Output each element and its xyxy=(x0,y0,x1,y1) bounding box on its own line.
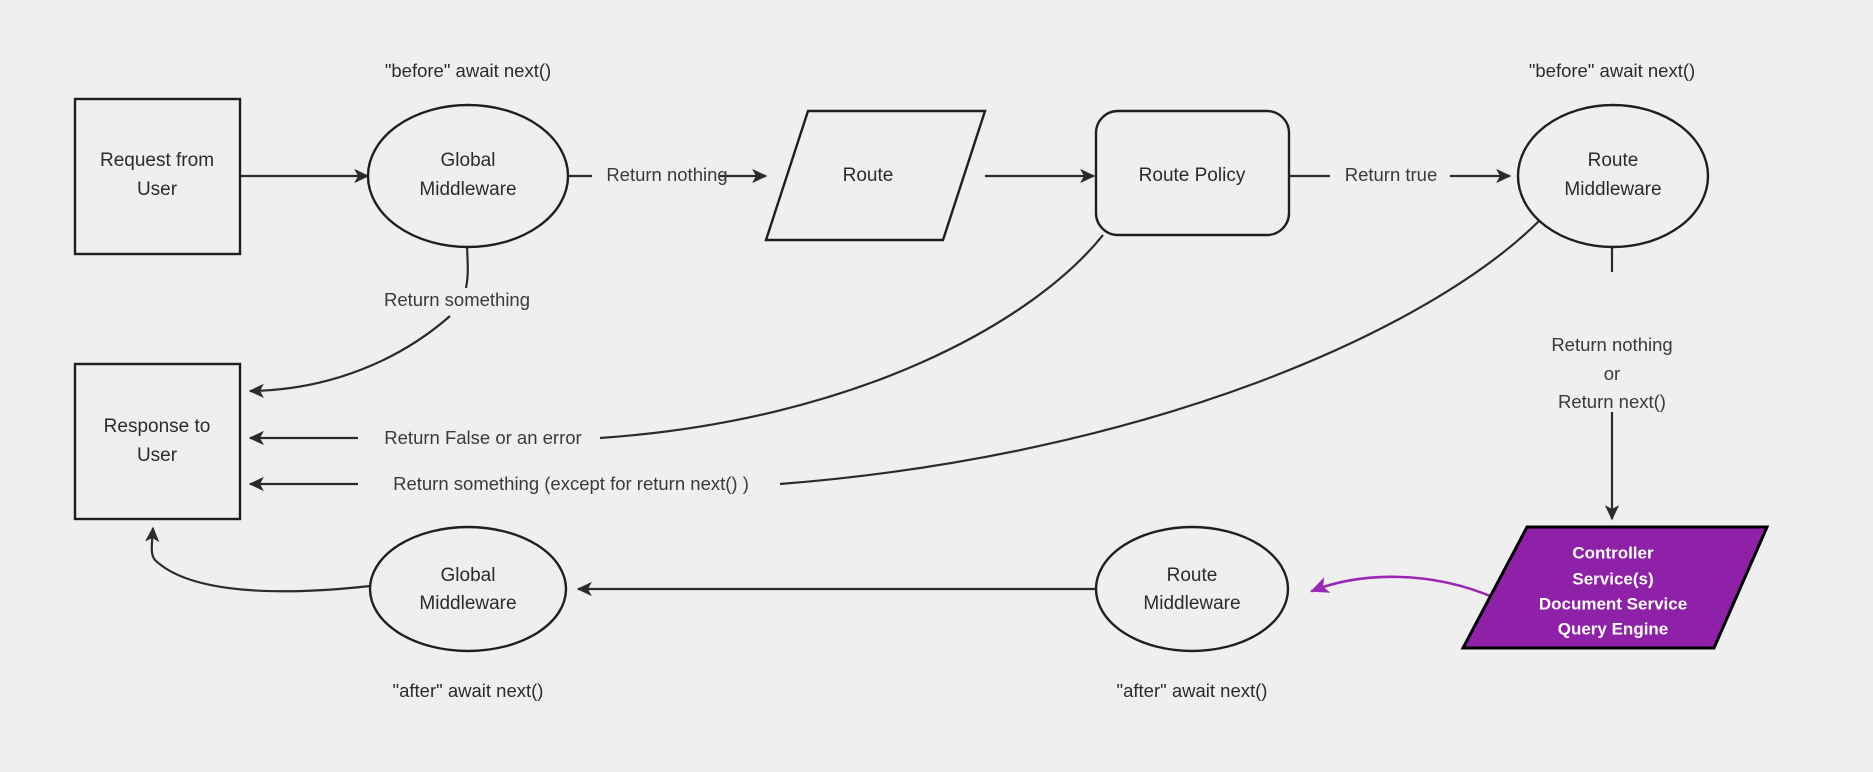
node-route-middleware-after[interactable]: Route Middleware xyxy=(1094,525,1290,653)
controller-services-shape xyxy=(1460,525,1770,650)
edge-policy-return-false-right xyxy=(599,234,1104,440)
edge-label-return-false-or-error: Return False or an error xyxy=(384,427,581,448)
response-to-user-label-line1: Response to xyxy=(104,416,211,437)
route-policy-shape xyxy=(1094,109,1291,237)
edge-label-return-nothing-or-next-line3: Return next() xyxy=(1558,391,1666,412)
edge-global-middleware-after-to-response xyxy=(145,526,371,593)
response-to-user-label-line2: User xyxy=(137,445,178,466)
route-middleware-before-label-line1: Route xyxy=(1588,150,1639,171)
annotation-after-global-middleware: "after" await next() xyxy=(393,680,544,701)
request-from-user-label-line2: User xyxy=(137,179,178,200)
edge-label-return-nothing-or-next-line2: or xyxy=(1604,363,1620,384)
controller-services-label-line3: Document Service xyxy=(1539,594,1687,613)
response-to-user-shape xyxy=(73,362,242,521)
global-middleware-after-label-line2: Middleware xyxy=(419,593,516,614)
node-controller-services[interactable]: Controller Service(s) Document Service Q… xyxy=(1460,525,1770,650)
global-middleware-after-shape xyxy=(368,525,568,653)
route-label: Route xyxy=(843,165,894,186)
route-policy-label: Route Policy xyxy=(1139,165,1246,186)
node-global-middleware-after[interactable]: Global Middleware xyxy=(368,525,568,653)
request-from-user-shape xyxy=(73,97,242,256)
node-route[interactable]: Route xyxy=(764,109,987,242)
edge-rmw-return-something-right xyxy=(779,219,1541,486)
controller-services-label-line4: Query Engine xyxy=(1558,619,1669,638)
controller-services-label-line2: Service(s) xyxy=(1572,569,1653,588)
route-middleware-before-label-line2: Middleware xyxy=(1564,179,1661,200)
route-middleware-before-shape xyxy=(1516,103,1710,249)
global-middleware-before-label-line1: Global xyxy=(441,150,496,171)
node-global-middleware-before[interactable]: Global Middleware xyxy=(366,103,570,249)
annotation-before-route-middleware: "before" await next() xyxy=(1529,60,1695,81)
annotation-after-route-middleware: "after" await next() xyxy=(1117,680,1268,701)
route-shape xyxy=(764,109,987,242)
request-from-user-label-line1: Request from xyxy=(100,150,214,171)
node-route-middleware-before[interactable]: Route Middleware xyxy=(1516,103,1710,249)
edge-label-return-nothing: Return nothing xyxy=(606,164,727,185)
global-middleware-before-shape xyxy=(366,103,570,249)
edge-label-return-something-except: Return something (except for return next… xyxy=(393,473,749,494)
edge-controller-to-route-middleware-after xyxy=(1310,575,1497,600)
global-middleware-after-label-line1: Global xyxy=(441,565,496,586)
edge-label-return-true: Return true xyxy=(1345,164,1438,185)
node-response-to-user[interactable]: Response to User xyxy=(73,362,242,521)
route-middleware-after-shape xyxy=(1094,525,1290,653)
controller-services-label-line1: Controller xyxy=(1572,543,1654,562)
global-middleware-before-label-line2: Middleware xyxy=(419,179,516,200)
edge-label-return-something: Return something xyxy=(384,289,530,310)
route-middleware-after-label-line1: Route xyxy=(1167,565,1218,586)
annotation-before-global-middleware: "before" await next() xyxy=(385,60,551,81)
node-route-policy[interactable]: Route Policy xyxy=(1094,109,1291,237)
node-request-from-user[interactable]: Request from User xyxy=(73,97,242,256)
route-middleware-after-label-line2: Middleware xyxy=(1143,593,1240,614)
edge-label-return-nothing-or-next-line1: Return nothing xyxy=(1551,334,1672,355)
edge-global-return-something-lower xyxy=(248,315,451,398)
